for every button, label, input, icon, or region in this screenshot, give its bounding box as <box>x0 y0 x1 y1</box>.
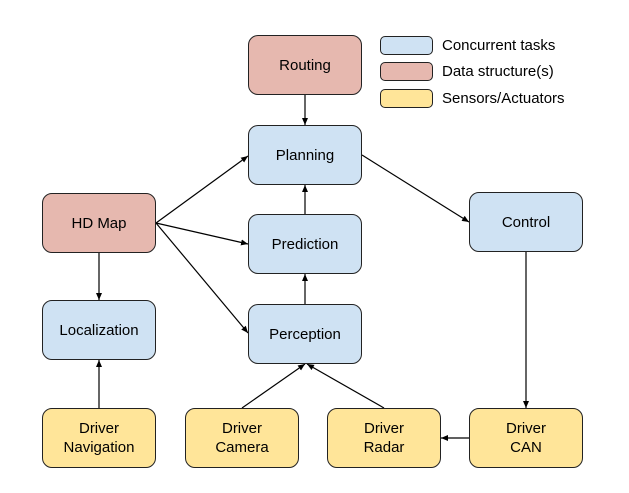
node-label: Driver Camera <box>215 420 269 456</box>
legend-item-sensors-actuators: Sensors/Actuators <box>380 87 565 109</box>
node-label: Planning <box>275 146 335 164</box>
node-hd-map: HD Map <box>42 193 156 253</box>
edge-driver-camera-to-perception <box>241 363 306 409</box>
edge-hd-map-to-planning <box>155 155 249 224</box>
node-label: Driver CAN <box>506 420 546 456</box>
edge-hd-map-to-prediction <box>155 222 249 246</box>
node-label: Perception <box>269 325 341 343</box>
node-driver-radar: Driver Radar <box>327 408 441 468</box>
legend-label: Concurrent tasks <box>442 36 556 54</box>
node-label: Driver Radar <box>363 420 405 456</box>
node-label: Control <box>501 213 551 231</box>
node-localization: Localization <box>42 300 156 360</box>
node-prediction: Prediction <box>248 214 362 274</box>
node-label: Prediction <box>271 235 339 253</box>
legend-item-data-structures: Data structure(s) <box>380 60 554 82</box>
node-routing: Routing <box>248 35 362 95</box>
legend-label: Sensors/Actuators <box>442 89 565 107</box>
node-driver-navigation: Driver Navigation <box>42 408 156 468</box>
legend-swatch-concurrent-tasks <box>380 35 433 55</box>
node-label: Driver Navigation <box>63 420 135 456</box>
legend-swatch-data-structures <box>380 61 433 81</box>
legend-label: Data structure(s) <box>442 62 554 80</box>
edge-planning-to-control <box>361 154 470 223</box>
node-driver-can: Driver CAN <box>469 408 583 468</box>
node-control: Control <box>469 192 583 252</box>
node-label: Routing <box>279 56 331 74</box>
node-perception: Perception <box>248 304 362 364</box>
edge-hd-map-to-perception <box>155 222 249 334</box>
node-label: Localization <box>59 321 139 339</box>
legend-swatch-sensors-actuators <box>380 88 433 108</box>
node-driver-camera: Driver Camera <box>185 408 299 468</box>
node-planning: Planning <box>248 125 362 185</box>
edge-driver-radar-to-perception <box>306 363 385 409</box>
legend-item-concurrent-tasks: Concurrent tasks <box>380 34 555 56</box>
node-label: HD Map <box>71 214 127 232</box>
